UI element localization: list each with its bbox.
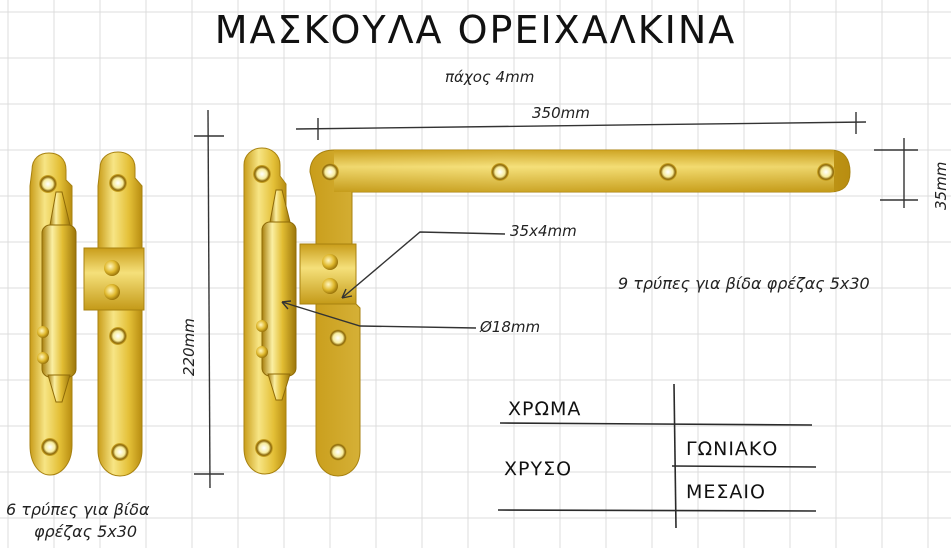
dimension-lines [194,109,918,489]
screw-hole [41,438,59,456]
middle-hinge-holes-note-line1: 6 τρύπες για βίδα [6,500,150,519]
leader-pin-arrow [281,300,292,310]
dimension-220-label: 220mm [180,318,198,376]
dimension-350-label: 350mm [532,104,590,122]
screw-hole [39,175,57,193]
middle-hinge-bottom-finial [47,374,71,403]
pin-rivet [256,320,268,332]
screw-hole [253,165,271,183]
knuckle-rivet [104,284,120,300]
table-rule [671,465,817,468]
screw-hole [109,327,127,345]
dimension-35-label: 35mm [932,161,950,210]
angle-hinge-top-finial [269,189,291,223]
middle-hinge-holes-note-line2: φρέζας 5x30 [34,522,138,541]
leader-plate-arrow [341,288,353,299]
table-type-middle: ΜΕΣΑΙΟ [686,481,766,503]
pin-rivet [37,326,49,338]
angle-hinge-corner-leaf [309,149,851,477]
pin-rivet [37,352,49,364]
thickness-label: πάχος 4mm [445,68,535,86]
table-divider [673,383,677,529]
middle-hinge [29,151,145,477]
angle-hinge-holes-note: 9 τρύπες για βίδα φρέζας 5x30 [618,274,870,293]
leader-pin [281,301,477,329]
screw-hole [111,443,129,461]
table-rule [499,422,813,426]
screw-hole [329,443,347,461]
middle-hinge-knuckle [83,247,145,311]
angle-hinge [243,147,851,477]
angle-hinge-bottom-finial [267,373,291,401]
knuckle-rivet [322,278,338,294]
screw-hole [491,163,509,181]
table-header-color: ΧΡΩΜΑ [508,398,582,420]
knuckle-rivet [322,254,338,270]
screw-hole [109,174,127,192]
middle-hinge-top-finial [49,191,71,226]
spec-table-lines [497,383,817,529]
screw-hole [321,163,339,181]
angle-hinge-bar-shade [334,150,834,192]
angle-hinge-knuckle [299,243,357,305]
leader-plate [341,231,506,299]
screw-hole [329,329,347,347]
page-title: ΜΑΣΚΟΥΛΑ ΟΡΕΙΧΑΛΚΙΝΑ [214,8,737,52]
screw-hole [817,163,835,181]
table-rule [497,509,817,512]
plate-size-label: 35x4mm [510,222,577,240]
dimension-220-line [207,109,211,489]
table-type-angle: ΓΩΝΙΑΚΟ [686,438,779,460]
table-color-value: ΧΡΥΣΟ [504,458,573,480]
pin-diameter-label: Ø18mm [480,318,541,336]
screw-hole [659,163,677,181]
knuckle-rivet [104,260,120,276]
screw-hole [255,439,273,457]
middle-hinge-right-leaf [97,151,143,477]
pin-rivet [256,346,268,358]
dimension-350-line [295,121,867,130]
